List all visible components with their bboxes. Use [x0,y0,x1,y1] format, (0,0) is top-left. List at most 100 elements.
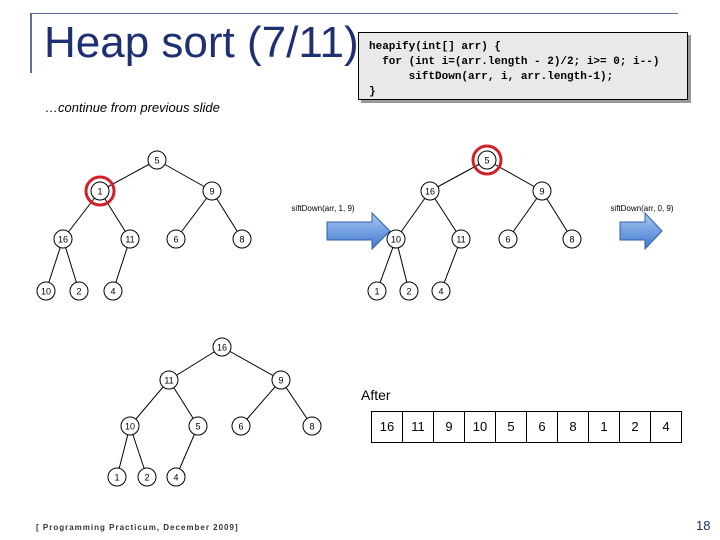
heap-tree-after: 16 11 9 10 5 6 8 1 2 4 [107,337,322,487]
footer: [ Programming Practicum, December 2009] [36,523,239,532]
tree-node-label: 6 [238,422,243,432]
tree-node [69,281,89,301]
arrow-right-icon [326,211,391,251]
tree-edge [175,190,213,240]
array-cell: 4 [651,412,681,442]
tree-edge [99,159,158,192]
tree-node-label: 8 [239,235,244,245]
tree-edge [221,346,282,381]
code-line: } [369,86,376,98]
array-cell: 11 [403,412,434,442]
tree-node [232,229,252,249]
tree-node [532,181,552,201]
array-cell: 16 [372,412,403,442]
tree-node-label: 16 [217,343,227,353]
arrow-right-icon [619,211,663,251]
tree-node [147,150,167,170]
tree-node [202,181,222,201]
tree-node-label: 6 [173,235,178,245]
array-cell: 5 [496,412,527,442]
tree-node [120,229,140,249]
tree-node [137,467,157,487]
array-cell: 9 [434,412,465,442]
tree-node-label: 2 [144,473,149,483]
tree-node [386,229,406,249]
tree-node [159,370,179,390]
tree-node [166,467,186,487]
tree-node-label: 11 [125,235,134,245]
array-cell: 10 [465,412,496,442]
tree-node [399,281,419,301]
tree-node-label: 8 [309,422,314,432]
tree-node [271,370,291,390]
tree-node-label: 6 [505,235,510,245]
array-cell: 8 [558,412,589,442]
tree-node [107,467,127,487]
arrow1-label: siftDown(arr, 1, 9) [291,204,354,213]
highlight-ring [471,144,503,176]
tree-node [302,416,322,436]
tree-node-label: 9 [278,376,283,386]
tree-node [212,337,232,357]
tree-edge [129,379,170,427]
tree-node [103,281,123,301]
arrow2-label: siftDown(arr, 0, 9) [610,204,673,213]
tree-node-label: 8 [569,235,574,245]
tree-node-label: 1 [97,187,102,197]
tree-node-label: 5 [154,156,159,166]
tree-node-label: 1 [114,473,119,483]
code-box: heapify(int[] arr) { for (int i=(arr.len… [358,32,688,100]
tree-node [367,281,387,301]
tree-node-label: 5 [195,422,200,432]
array-cell: 1 [589,412,620,442]
tree-node [53,229,73,249]
highlight-ring [84,175,116,207]
tree-node-label: 4 [110,287,115,297]
tree-node [451,229,471,249]
array-cell: 6 [527,412,558,442]
title-frame-top [30,13,678,14]
tree-node [166,229,186,249]
tree-edge [62,190,101,240]
title-frame-left [30,13,32,73]
code-line: for (int i=(arr.length - 2)/2; i>= 0; i-… [369,56,660,68]
tree-edge [168,346,223,381]
tree-node-label: 11 [164,376,173,386]
tree-edge [429,159,488,192]
tree-node [431,281,451,301]
code-line: heapify(int[] arr) { [369,41,502,53]
tree-node-label: 11 [456,235,465,245]
tree-node-label: 16 [425,187,435,197]
tree-edge [507,190,543,240]
tree-node [120,416,140,436]
subtitle: …continue from previous slide [45,100,220,115]
tree-edge [156,159,213,192]
tree-node-label: 1 [374,287,379,297]
tree-edge [240,379,282,427]
tree-node-label: 9 [209,187,214,197]
array-cell: 2 [620,412,651,442]
tree-node-label: 4 [438,287,443,297]
tree-node [90,181,110,201]
tree-node [188,416,208,436]
page-number: 18 [696,518,711,533]
tree-node-label: 9 [539,187,544,197]
tree-node [498,229,518,249]
tree-edge [429,190,462,240]
code-line: siftDown(arr, i, arr.length-1); [369,71,614,83]
after-label: After [361,387,391,403]
tree-node-label: 10 [391,235,401,245]
tree-node [36,281,56,301]
tree-edge [395,190,431,240]
tree-node-label: 2 [76,287,81,297]
slide-title: Heap sort (7/11) [44,18,359,67]
tree-node-label: 2 [406,287,411,297]
tree-node [420,181,440,201]
tree-node-label: 4 [173,473,178,483]
after-array: 16 11 9 10 5 6 8 1 2 4 [371,411,682,443]
tree-node-label: 10 [125,422,135,432]
tree-node [562,229,582,249]
